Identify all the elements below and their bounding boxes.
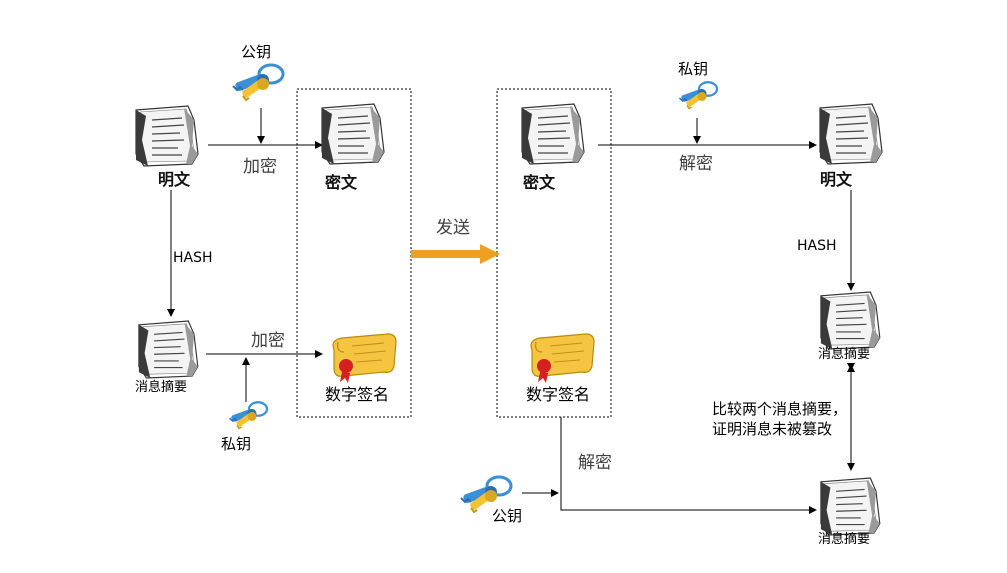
receiver-digest-top-icon [820,291,881,350]
sender-public-key-label: 公钥 [241,43,271,61]
receiver-digest-bottom-icon [820,477,881,536]
receiver-plaintext-document-icon [819,103,883,165]
receiver-private-key-label: 私钥 [678,60,708,78]
digest-document-icon [138,320,199,379]
sender-plaintext-label: 明文 [158,170,191,189]
public-key-icon [231,63,285,102]
sender-signature-label: 数字签名 [325,385,389,404]
compare-text-line2: 证明消息未被篡改 [712,420,832,438]
compare-arrow-head-up [847,364,855,372]
sender-private-key-icon [228,401,269,430]
receiver-digest-top-label: 消息摘要 [818,346,870,362]
receiver-ciphertext-label: 密文 [522,173,556,192]
plaintext-document-icon [135,105,199,167]
sender-encrypt-label-bottom: 加密 [251,331,285,351]
receiver-signature-icon [530,333,595,384]
receiver-plaintext-label: 明文 [820,170,853,189]
sender-ciphertext-label: 密文 [324,173,358,192]
receiver-private-key-icon [678,81,719,110]
receiver-signature-label: 数字签名 [526,385,590,404]
receiver-hash-label: HASH [797,238,837,254]
receiver-digest-bottom-label: 消息摘要 [818,531,870,547]
sender-private-key-label: 私钥 [221,435,251,453]
ciphertext-document-icon [321,103,385,165]
receiver-decrypt-label-bottom: 解密 [578,453,612,473]
sender-hash-label: HASH [173,250,213,266]
compare-text-line1: 比较两个消息摘要， [712,400,847,418]
decrypt-arrow-bottom [560,417,817,514]
sender-digest-label: 消息摘要 [135,379,187,395]
receiver-ciphertext-document-icon [521,103,585,165]
sender-signature-icon [332,333,397,384]
receiver-decrypt-label-top: 解密 [679,154,713,174]
send-arrow-head [480,244,500,264]
receiver-public-key-label: 公钥 [492,507,522,525]
sender-encrypt-label-top: 加密 [243,157,277,177]
send-label: 发送 [436,218,470,238]
